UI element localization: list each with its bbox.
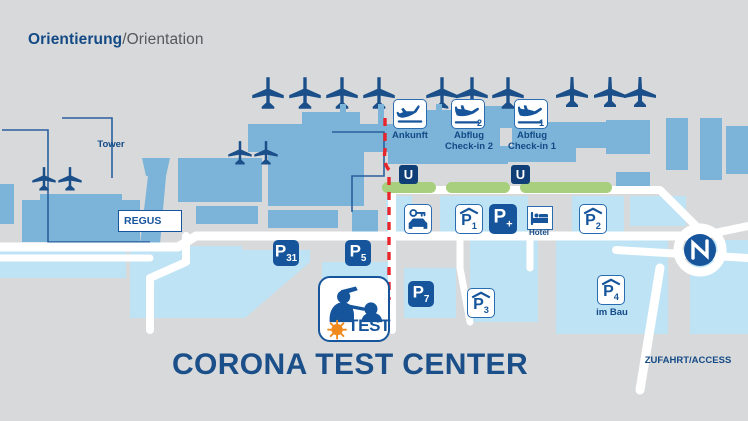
parking-letter-p-plus: P [493, 206, 507, 228]
covered-parking-roof-icon [583, 207, 603, 215]
parking-marker-p3[interactable]: P3 [467, 288, 495, 318]
covered-parking-roof-icon [459, 207, 479, 215]
regus-label: REGUS [124, 215, 162, 227]
covered-parking-roof-icon [471, 291, 491, 299]
terminal-departures-2-icon[interactable]: 2 [451, 99, 485, 129]
test-badge-text: TEST [348, 316, 391, 335]
parking-number-p1: 1 [471, 221, 477, 232]
parking-marker-p7[interactable]: P7 [408, 281, 434, 307]
parking-marker-p4[interactable]: P4 [597, 275, 625, 305]
parking-letter-p5: P [349, 241, 361, 261]
parking-marker-p-plus[interactable]: P+ [489, 204, 517, 234]
parking-letter-p31: P [274, 241, 287, 261]
page-title-separator: / [122, 31, 127, 48]
terminal-departures-2-badge: 2 [476, 118, 482, 128]
building-outlines [2, 117, 385, 243]
plane-landing-icon [396, 105, 423, 123]
parking-marker-p31[interactable]: P31 [273, 240, 299, 266]
u-bahn-station-east[interactable]: U [511, 165, 530, 184]
roundabout-ring [673, 223, 727, 277]
bed-icon [530, 211, 548, 226]
parking-number-p2: 2 [595, 221, 601, 232]
parking-marker-p5[interactable]: P5 [345, 240, 371, 266]
parking-letter-p1: P [461, 211, 472, 229]
parking-number-p4: 4 [613, 292, 619, 303]
parking-number-p-plus: + [506, 218, 513, 231]
parking-number-p31: 31 [286, 252, 298, 264]
walking-route-line [382, 118, 391, 300]
corona-test-center-title: CORONA TEST CENTER [171, 348, 529, 381]
regus-building: REGUS [118, 210, 182, 232]
page-title: Orientierung/Orientation [28, 31, 204, 49]
u-bahn-station-west[interactable]: U [399, 165, 418, 184]
hotel-marker[interactable] [527, 206, 553, 230]
parking-number-p7: 7 [423, 293, 430, 305]
roundabout-logo [684, 234, 716, 266]
covered-parking-roof-icon [601, 278, 621, 286]
terminal-arrivals-icon[interactable] [393, 99, 427, 129]
corona-test-center-marker[interactable]: TEST [318, 276, 391, 342]
terminal-departures-1-icon[interactable]: 1 [514, 99, 548, 129]
aircraft-silhouettes [32, 77, 656, 191]
terminal-departures-1-badge: 1 [538, 118, 544, 128]
swab-test-icon [327, 286, 383, 340]
parking-number-p5: 5 [360, 252, 367, 264]
parking-letter-p7: P [412, 282, 424, 302]
page-title-de: Orientierung [28, 31, 123, 48]
car-key-icon [408, 209, 428, 229]
rental-car-marker[interactable] [404, 204, 432, 234]
parking-marker-p2[interactable]: P2 [579, 204, 607, 234]
parking-marker-p1[interactable]: P1 [455, 204, 483, 234]
parking-letter-p3: P [473, 295, 484, 313]
page-title-en: Orientation [126, 31, 204, 48]
parking-number-p3: 3 [483, 305, 489, 316]
plane-takeoff-icon [517, 105, 543, 124]
parking-letter-p4: P [603, 282, 614, 300]
green-strips [382, 182, 612, 193]
parking-letter-p2: P [585, 211, 596, 229]
plane-takeoff-icon [454, 105, 480, 124]
